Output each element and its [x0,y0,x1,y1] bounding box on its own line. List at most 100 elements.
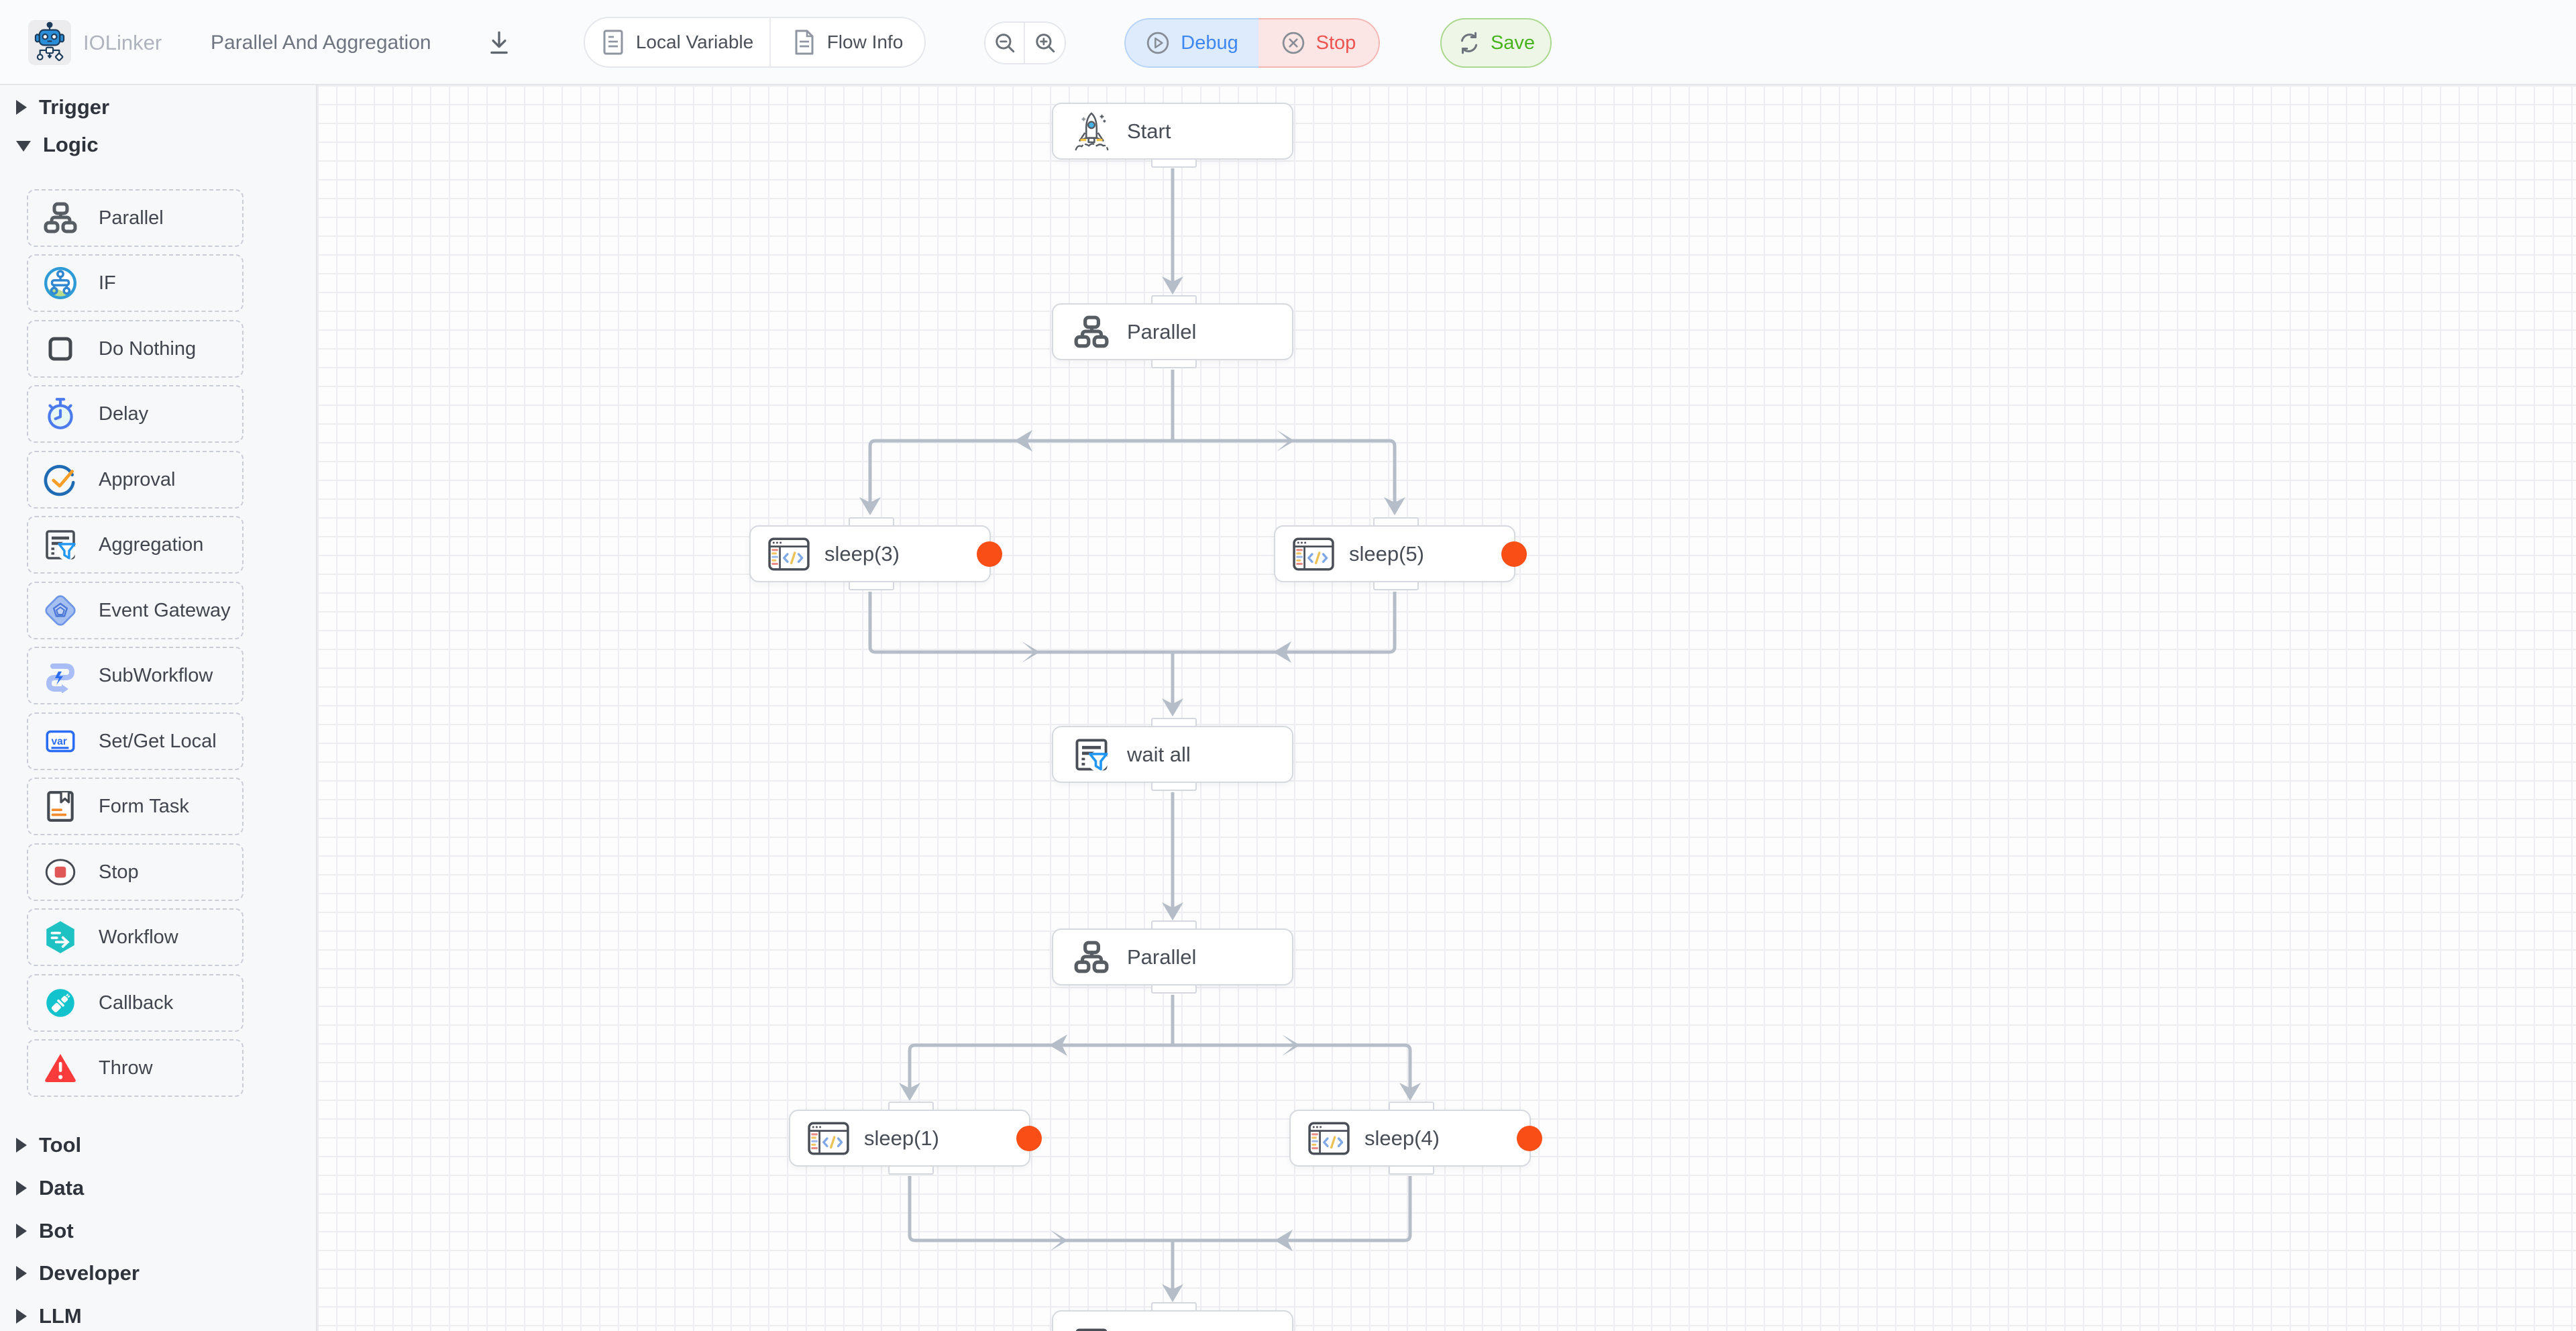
download-button[interactable] [483,27,515,59]
palette-item-set-get-local[interactable]: Set/Get Local [27,712,244,770]
parallel-icon [1071,937,1112,978]
chevron-right-icon [16,1224,27,1238]
input-port[interactable] [1151,1302,1197,1312]
top-bar: IOLinker Parallel And Aggregation Local … [0,0,2576,85]
panel-button-group: Local Variable Flow Info [584,17,926,68]
output-port[interactable] [1151,782,1197,791]
flow-canvas[interactable]: Start Parallel sleep(3) sleep(5) [317,85,2576,1331]
chevron-right-icon [16,1309,27,1324]
stop-button[interactable]: Stop [1258,18,1380,68]
approval-icon [40,460,80,500]
breakpoint-dot[interactable] [1016,1125,1042,1151]
workflow-icon [40,917,80,957]
chevron-down-icon [16,141,31,152]
section-bot[interactable]: Bot [16,1219,74,1242]
code-icon [808,1118,849,1159]
node-parallel-1[interactable]: Parallel [1052,295,1293,368]
flow-info-label: Flow Info [826,32,904,52]
breakpoint-dot[interactable] [977,541,1002,567]
palette-item-event-gateway[interactable]: Event Gateway [27,582,244,639]
section-trigger[interactable]: Trigger [16,95,109,119]
palette-item-callback[interactable]: Callback [27,974,244,1032]
breakpoint-dot[interactable] [1517,1125,1542,1151]
document-folded-icon [792,29,816,56]
brand-name: IOLinker [83,30,162,54]
palette-item-throw[interactable]: Throw [27,1039,244,1097]
event-gateway-icon [40,590,80,631]
palette-item-aggregation[interactable]: Aggregation [27,516,244,574]
node-sleep-4[interactable]: sleep(4) [1289,1102,1542,1175]
flow-info-button[interactable]: Flow Info [771,18,924,66]
app-logo[interactable] [28,20,71,65]
node-sleep-5[interactable]: sleep(5) [1274,517,1527,590]
section-developer[interactable]: Developer [16,1261,140,1285]
local-variable-label: Local Variable [635,32,754,52]
palette-item-do-nothing[interactable]: Do Nothing [27,320,244,378]
input-port[interactable] [849,517,894,527]
chevron-right-icon [16,1181,27,1195]
rocket-icon [1071,111,1112,152]
zoom-out-icon [994,32,1016,54]
palette-item-delay[interactable]: Delay [27,385,244,443]
palette-item-if[interactable]: IF [27,254,244,312]
node-sleep-3[interactable]: sleep(3) [749,517,1002,590]
do-nothing-icon [40,329,80,369]
debug-label: Debug [1181,32,1238,54]
section-data[interactable]: Data [16,1176,84,1200]
throw-icon [40,1048,80,1088]
parallel-icon [1071,311,1112,353]
workflow-title: Parallel And Aggregation [211,31,431,54]
input-port[interactable] [888,1102,934,1111]
zoom-out-button[interactable] [985,23,1025,63]
node-wait-all[interactable]: wait all [1052,718,1293,791]
section-logic[interactable]: Logic [16,133,99,156]
palette-item-form-task[interactable]: Form Task [27,778,244,835]
breakpoint-dot[interactable] [1501,541,1527,567]
stop-node-icon [40,852,80,892]
parallel-icon [40,198,80,238]
input-port[interactable] [1373,517,1419,527]
palette-item-stop[interactable]: Stop [27,843,244,901]
debug-button[interactable]: Debug [1124,18,1258,68]
run-button-group: Debug Stop [1124,18,1380,68]
output-port[interactable] [1373,581,1419,590]
output-port[interactable] [1389,1165,1434,1175]
palette-item-parallel[interactable]: Parallel [27,189,244,247]
node-parallel-2[interactable]: Parallel [1052,920,1293,994]
node-partial-bottom[interactable] [1052,1302,1293,1331]
input-port[interactable] [1151,295,1197,305]
palette-item-approval[interactable]: Approval [27,451,244,509]
input-port[interactable] [1389,1102,1434,1111]
aggregation-icon [1071,1324,1112,1331]
save-button[interactable]: Save [1440,18,1552,68]
palette-item-workflow[interactable]: Workflow [27,908,244,966]
output-port[interactable] [1151,984,1197,994]
save-label: Save [1490,32,1536,54]
chevron-right-icon [16,100,27,115]
local-variable-button[interactable]: Local Variable [585,18,771,66]
var-icon [40,721,80,761]
play-circle-icon [1146,31,1170,55]
delay-icon [40,394,80,434]
palette-item-subworkflow[interactable]: SubWorkflow [27,647,244,704]
chevron-right-icon [16,1266,27,1281]
output-port[interactable] [849,581,894,590]
zoom-in-button[interactable] [1025,23,1065,63]
stop-label: Stop [1316,32,1356,54]
output-port[interactable] [1151,158,1197,168]
node-sleep-1[interactable]: sleep(1) [789,1102,1042,1175]
input-port[interactable] [1151,718,1197,727]
output-port[interactable] [888,1165,934,1175]
output-port[interactable] [1151,359,1197,368]
input-port[interactable] [1151,920,1197,930]
if-icon [40,263,80,303]
code-icon [768,533,810,575]
node-start[interactable]: Start [1052,103,1293,168]
zoom-button-group [984,21,1066,64]
node-palette-sidebar: Trigger Logic Parallel IF Do Nothing Del… [0,85,317,1331]
chevron-right-icon [16,1138,27,1153]
section-tool[interactable]: Tool [16,1133,81,1157]
section-llm[interactable]: LLM [16,1304,82,1328]
aggregation-icon [40,525,80,565]
